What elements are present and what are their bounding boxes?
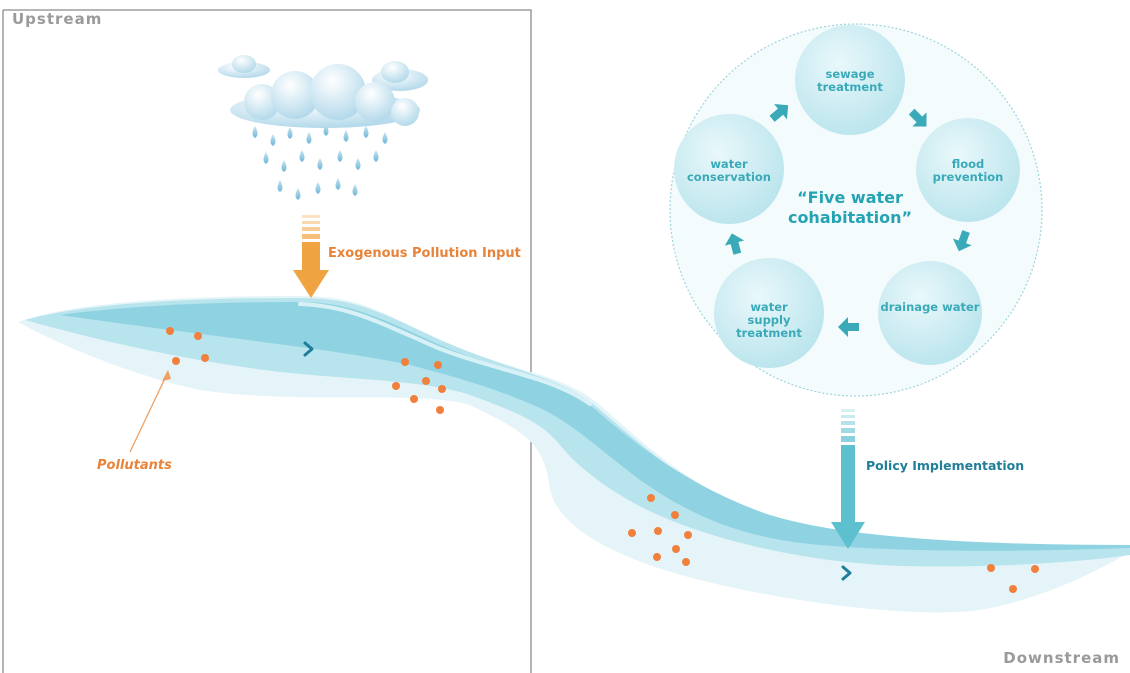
exogenous-input-label: Exogenous Pollution Input [328,246,521,261]
cycle-arrow-icon [952,230,972,252]
raindrop-icon [363,126,369,138]
pollutants-label: Pollutants [97,458,172,473]
five-water-cycle [669,23,1043,397]
river-channel [60,302,1130,551]
pollutant-dot [671,511,679,519]
raindrop-icon [263,152,269,164]
pollutant-dot [682,558,690,566]
upstream-frame [3,9,532,673]
node-label-conservation: water conservation [686,157,771,184]
raindrop-icon [299,150,305,162]
input-arrow [293,215,329,298]
raindrop-icon [281,160,287,172]
raindrop-icon [352,184,358,196]
pollutant-dot [194,332,202,340]
pollutant-dot [422,377,430,385]
cycle-arrow-icon [838,317,859,337]
pollutants [166,327,1039,593]
raindrop-icon [355,158,361,170]
pollutant-dot [628,529,636,537]
river-highlight [298,302,592,406]
raindrop-icon [343,130,349,142]
node-water-supply-treatment [714,258,824,368]
cycle-arrow-icon [724,233,745,255]
raindrops [252,124,388,200]
node-flood-prevention [916,118,1020,222]
pollutant-dot [410,395,418,403]
pollutant-dot [438,385,446,393]
raindrop-icon [337,150,343,162]
pollutant-dot [654,527,662,535]
pollutant-dot [401,358,409,366]
node-sewage-treatment [795,25,905,135]
cycle-arrow-icon [908,108,927,127]
raindrop-icon [295,188,301,200]
upstream-label: Upstream [12,10,103,28]
pollutant-dot [201,354,209,362]
raindrop-icon [373,150,379,162]
node-label-drainage: drainage water [880,300,980,314]
pollutant-dot [653,553,661,561]
node-label-sewage: sewage treatment [817,67,883,94]
policy-arrow [831,409,865,549]
five-water-cohabitation-label: “Five water cohabitation” [787,188,913,227]
pollutants-pointer [129,370,171,453]
policy-implementation-label: Policy Implementation [866,458,1025,473]
node-drainage-water [878,261,982,365]
raindrop-icon [382,132,388,144]
raindrop-icon [315,182,321,194]
pollutant-dot [166,327,174,335]
pollutant-dot [436,406,444,414]
raindrop-icon [277,180,283,192]
raindrop-icon [323,124,329,136]
pollutant-dot [672,545,680,553]
raindrop-icon [317,158,323,170]
raindrop-icon [287,127,293,139]
node-label-flood: flood prevention [932,157,1004,184]
river [18,296,1130,613]
raindrop-icon [335,178,341,190]
cycle-arrow-icon [769,104,789,122]
river-mid [25,298,1130,567]
node-label-supply: water supply treatment [736,300,802,340]
pollutant-dot [684,531,692,539]
pollutant-dot [647,494,655,502]
raindrop-icon [270,134,276,146]
node-water-conservation [674,114,784,224]
river-flow-chevron-icon [303,341,314,357]
raindrop-icon [252,126,258,138]
downstream-label: Downstream [1003,649,1120,667]
cloud-icon [218,55,428,128]
pollutant-dot [392,382,400,390]
raindrop-icon [306,132,312,144]
pollutant-dot [172,357,180,365]
river-flow-chevron-icon [841,565,852,581]
pollutant-dot [434,361,442,369]
pollutant-dot [1031,565,1039,573]
pollutant-dot [1009,585,1017,593]
pollutant-dot [987,564,995,572]
